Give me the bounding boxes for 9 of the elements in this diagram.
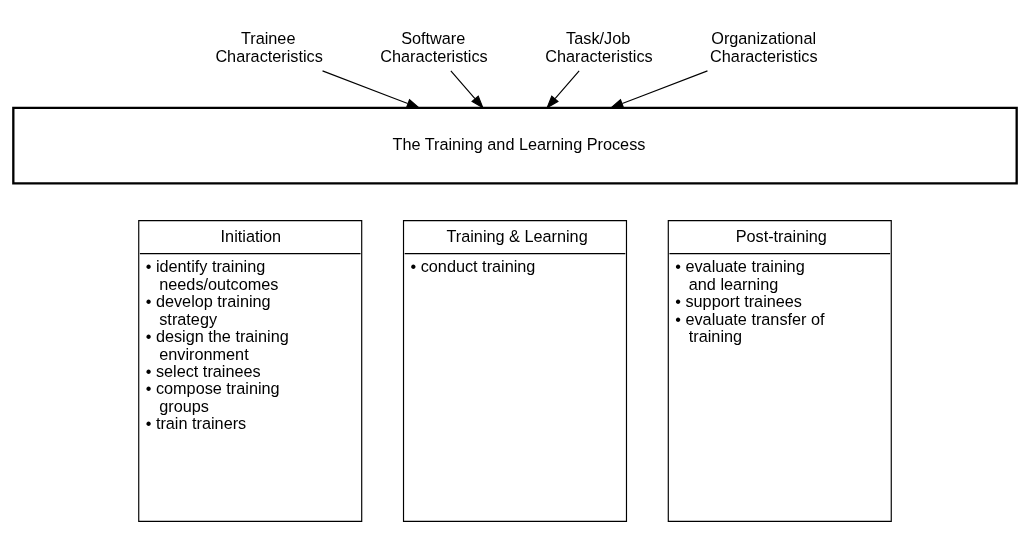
- node-text: Trainee Characteristics: [215, 28, 323, 65]
- arrow: [546, 69, 580, 109]
- arrow: [609, 69, 709, 108]
- node-text: Task/Job Characteristics: [545, 28, 653, 65]
- node-text: Organizational Characteristics: [710, 28, 818, 65]
- node-box: The Training and Learning Process: [12, 106, 1018, 185]
- node-text: Software Characteristics: [380, 28, 488, 65]
- arrow: [321, 69, 421, 108]
- arrow: [450, 69, 484, 109]
